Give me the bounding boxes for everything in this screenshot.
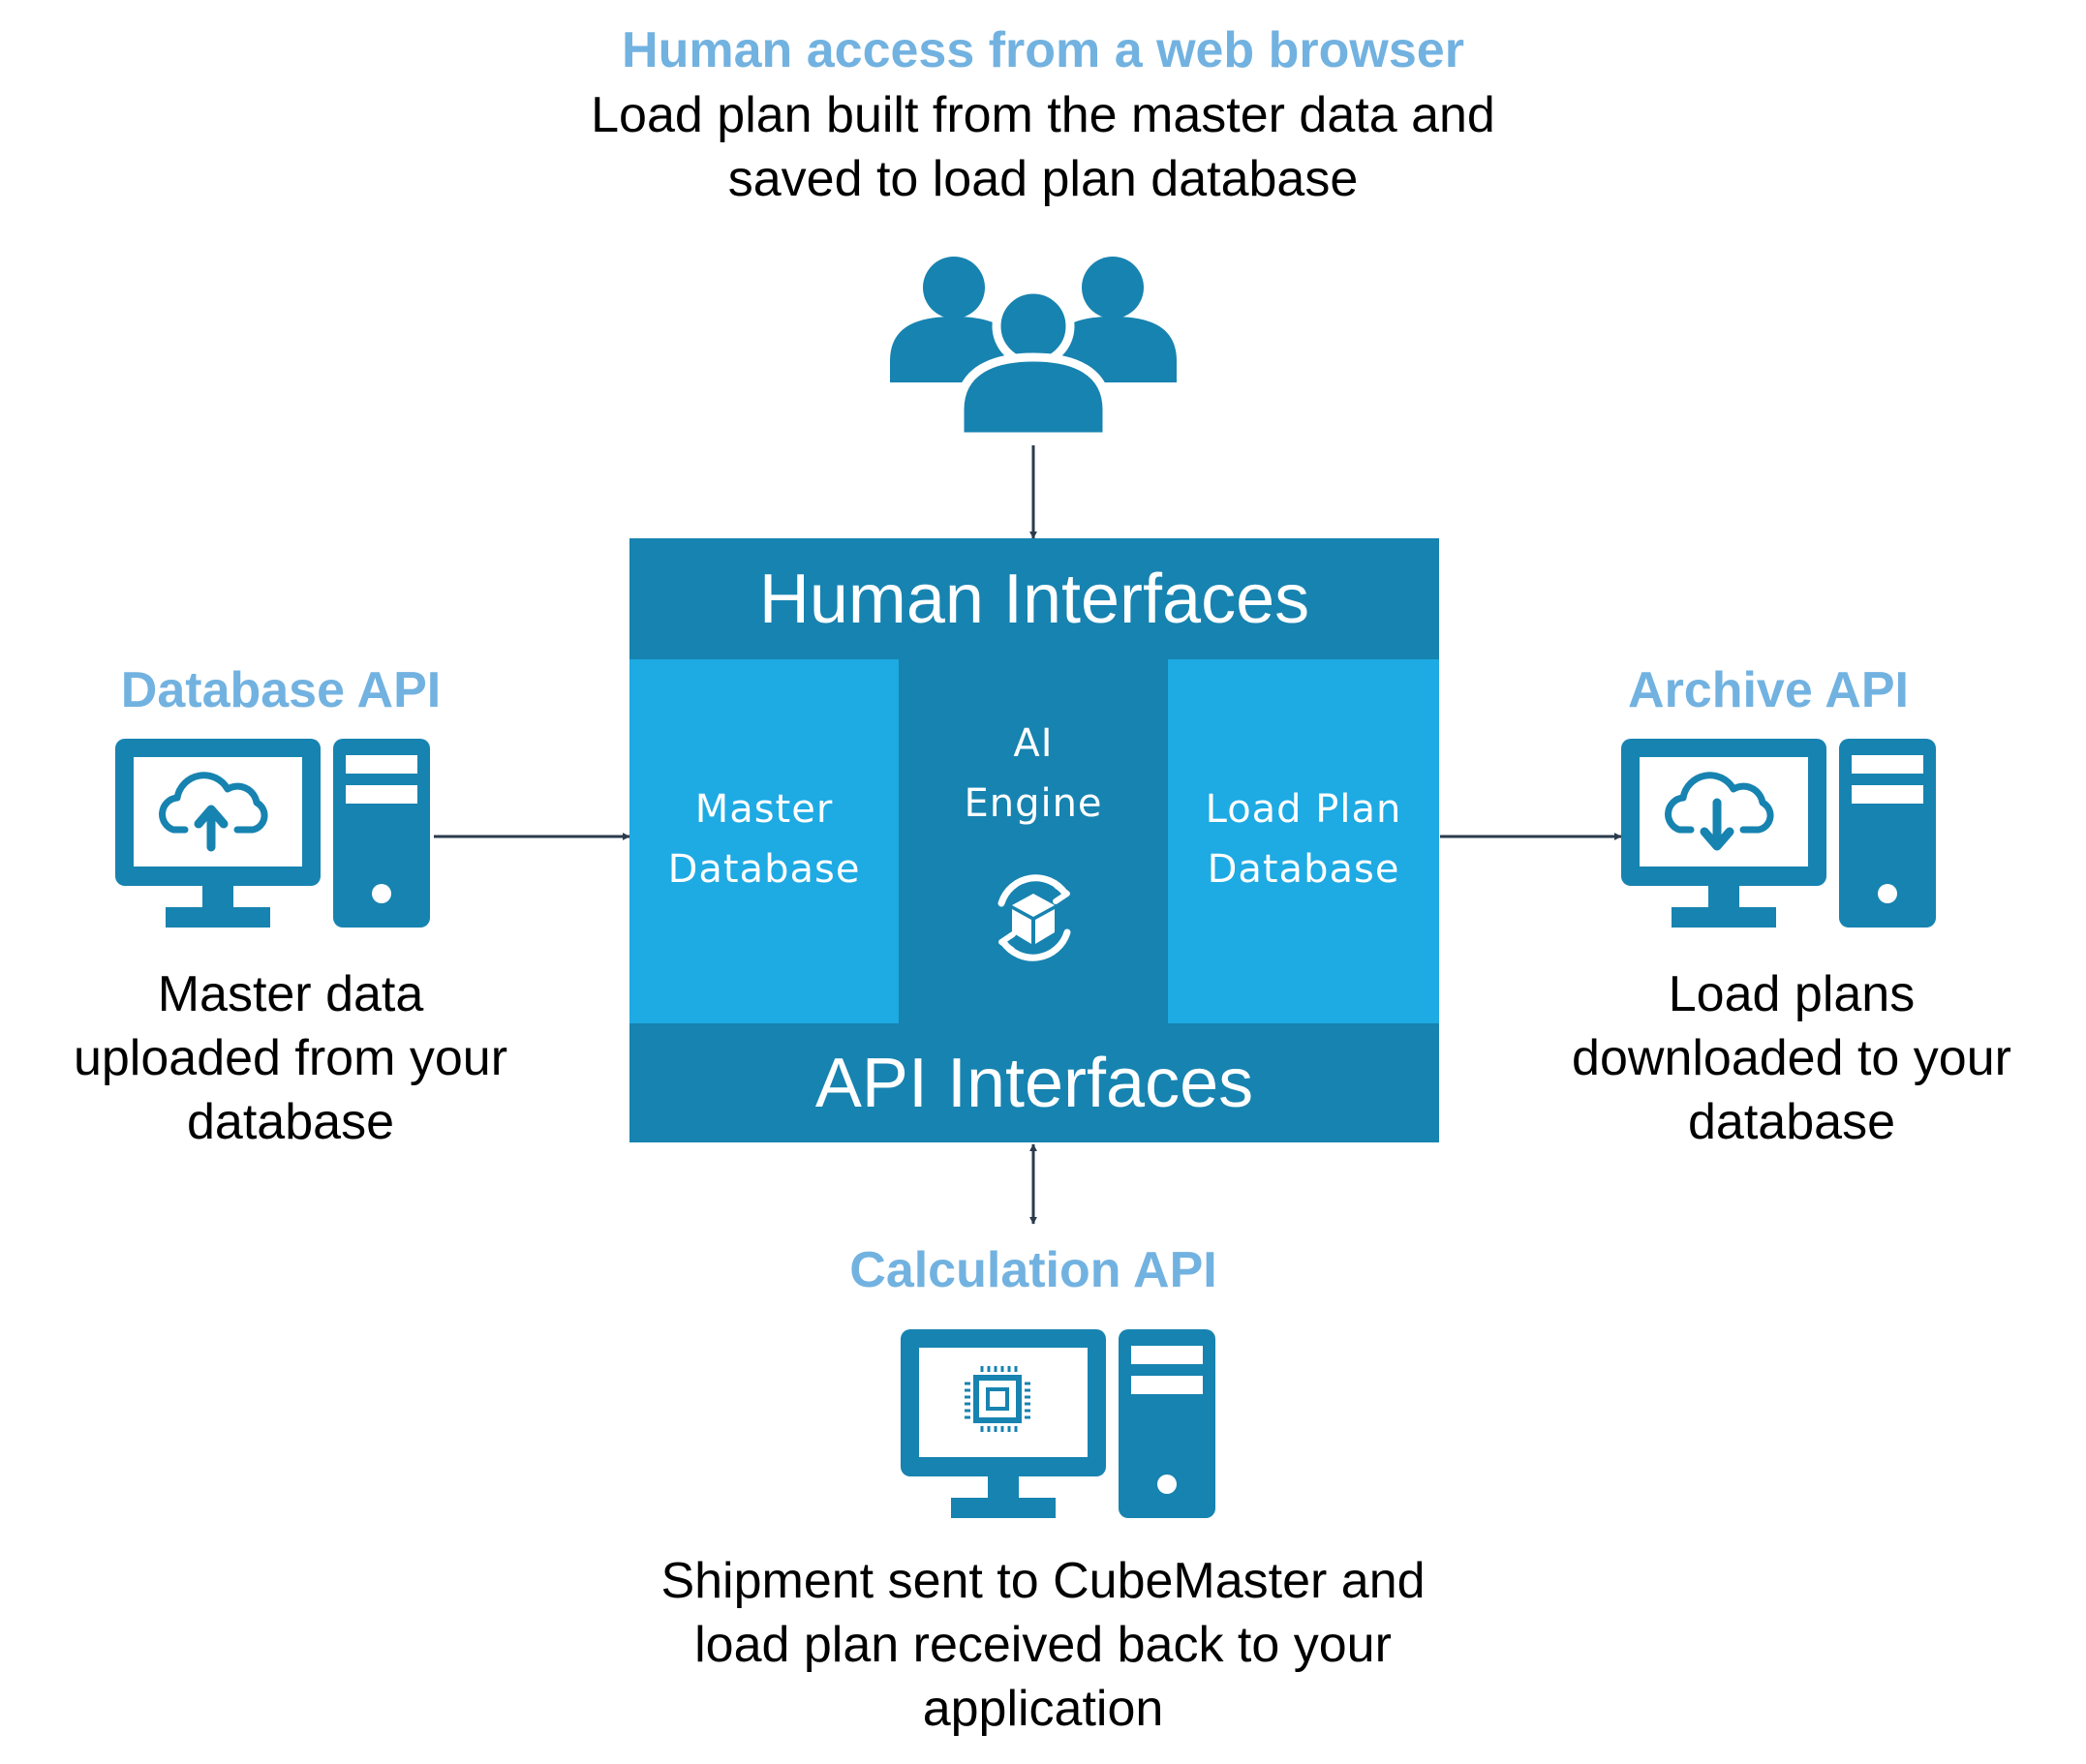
master-database-panel: Master Database bbox=[629, 659, 899, 1023]
computer-chip-icon bbox=[901, 1329, 1215, 1518]
database-api-description: Master data uploaded from your database bbox=[73, 966, 508, 1150]
calculation-api-description: Shipment sent to CubeMaster and load pla… bbox=[660, 1553, 1426, 1737]
load-plan-database-panel: Load Plan Database bbox=[1168, 659, 1439, 1023]
master-database-label: Master Database bbox=[667, 787, 861, 892]
load-plan-database-label: Load Plan Database bbox=[1205, 787, 1402, 892]
archive-api-heading: Archive API bbox=[1628, 662, 1909, 718]
database-api-heading: Database API bbox=[120, 662, 442, 718]
human-interfaces-band: Human Interfaces bbox=[629, 538, 1439, 659]
calculation-api-heading: Calculation API bbox=[849, 1242, 1217, 1298]
ai-engine-panel: AI Engine bbox=[899, 659, 1168, 1023]
api-interfaces-band: API Interfaces bbox=[629, 1023, 1439, 1142]
human-access-description: Load plan built from the master data and… bbox=[591, 87, 1495, 207]
human-access-heading: Human access from a web browser bbox=[622, 22, 1464, 78]
ai-engine-label: AI Engine bbox=[964, 721, 1103, 826]
computer-cloud-upload-icon bbox=[115, 739, 430, 928]
users-group-icon bbox=[890, 257, 1177, 437]
box-cycle-icon bbox=[997, 874, 1071, 961]
computer-cloud-download-icon bbox=[1621, 739, 1936, 928]
archive-api-description: Load plans downloaded to your database bbox=[1572, 966, 2011, 1150]
